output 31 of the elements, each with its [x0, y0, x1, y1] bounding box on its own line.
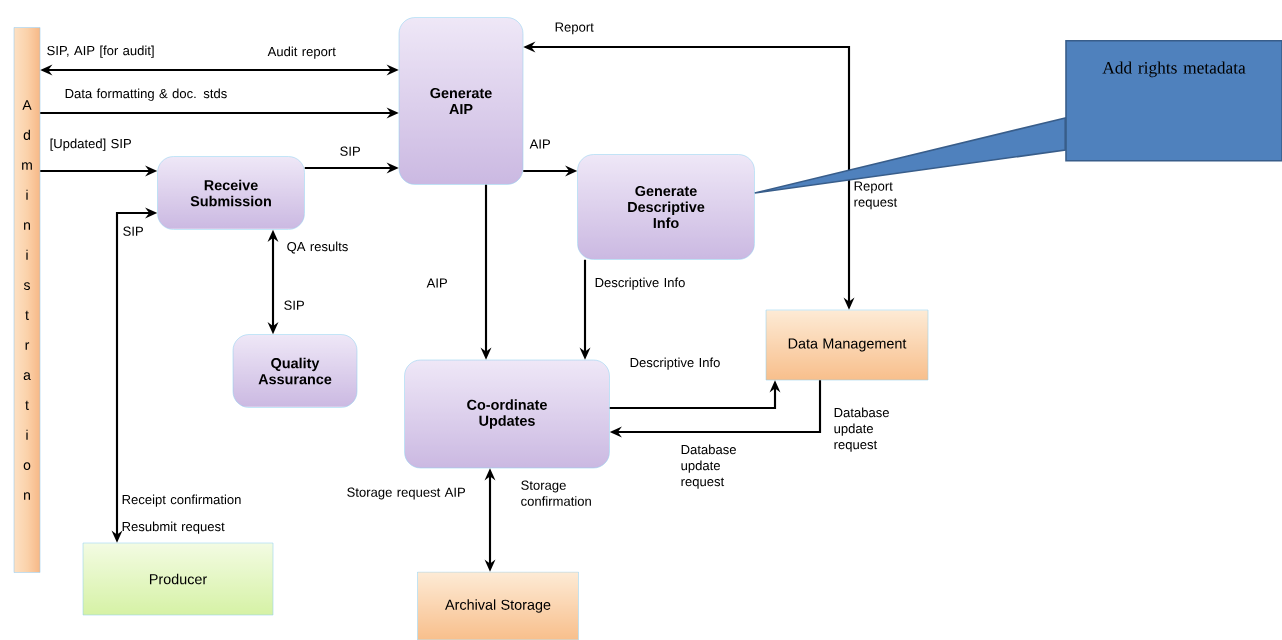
edge-label: AIP [529, 139, 550, 149]
edge-label: SIP, AIP [for audit] [47, 45, 154, 58]
edge-label: SIP [284, 300, 304, 310]
edge-label: Descriptive Info [595, 277, 685, 290]
process-box: Receive Submission [157, 156, 305, 230]
annotation-text: QA results [287, 241, 348, 254]
annotation-text: Database update request [834, 407, 889, 452]
annotation-text: Receipt confirmation [122, 494, 241, 507]
annotation-text: Audit report [267, 46, 336, 59]
edge-label: Storage request AIP [347, 487, 465, 500]
process-box: Co-ordinate Updates [404, 359, 610, 469]
edge-label: SIP [340, 146, 360, 156]
entity-box: Producer [82, 542, 274, 616]
entity-box: Archival Storage [417, 571, 579, 640]
edge-label: [Updated] SIP [50, 138, 131, 151]
edge-label: Data formatting & doc. stds [65, 88, 227, 101]
annotation-text: Storage confirmation [521, 480, 591, 506]
edge-label: Report [555, 22, 594, 35]
entity-box: Data Management [765, 309, 929, 381]
callout-pointer [754, 117, 1066, 194]
annotation-text: Resubmit request [122, 521, 225, 534]
process-box: Quality Assurance [232, 334, 358, 408]
process-box: Generate Descriptive Info [577, 154, 755, 260]
edge-label: Database update request [681, 444, 736, 489]
process-box: Generate AIP [398, 17, 524, 185]
edge-label: Descriptive Info [630, 357, 720, 370]
edge-label: SIP [123, 226, 143, 236]
entity-bar: Administration [13, 27, 41, 573]
annotation-text: Report request [854, 181, 898, 210]
callout-box: Add rights metadata [1065, 40, 1282, 162]
edge-label: AIP [426, 278, 447, 288]
